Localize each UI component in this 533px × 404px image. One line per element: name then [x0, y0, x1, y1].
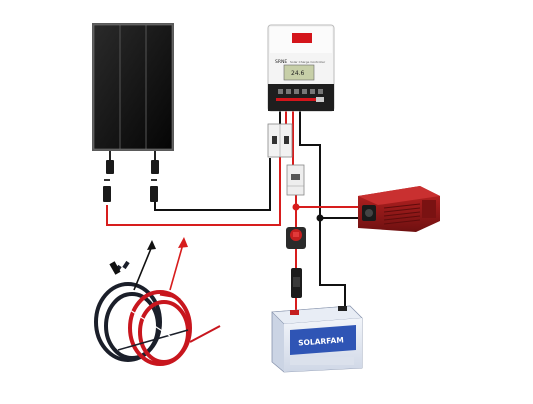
- fuse-icon: [291, 268, 302, 298]
- fuse-block: [286, 164, 305, 196]
- junction-negative: [316, 214, 324, 222]
- switch-icon: [286, 227, 306, 249]
- wire-controller-to-battery-negative: [299, 110, 346, 312]
- arrow-up-right-icon: [169, 237, 188, 291]
- controller-terminals: [276, 89, 324, 102]
- controller-lcd-screen: [283, 64, 315, 81]
- mc4-connector-icon: [151, 160, 159, 174]
- battery-terminal-negative: [338, 306, 347, 311]
- controller-brand-accent: [292, 33, 312, 43]
- battery-brand-label: SOLARFAM: [298, 335, 344, 347]
- battery-label-panel: [290, 325, 356, 355]
- junction-positive: [292, 203, 300, 211]
- mc4-connector-icon: [150, 186, 158, 202]
- wire-panel-to-controller-positive: [106, 155, 281, 226]
- arrow-up-right-icon: [133, 240, 156, 291]
- battery: SOLARFAM: [271, 305, 363, 373]
- charge-controller: SRNE Solar Charge Controller 24.6: [267, 24, 335, 112]
- mc4-connector-icon: [103, 186, 111, 202]
- cable-bundle: [94, 260, 221, 366]
- inverter: [358, 186, 440, 232]
- solar-panel: [92, 23, 174, 202]
- inverter-cooling-fins: [383, 203, 421, 225]
- wires: [106, 110, 358, 312]
- mc4-connector-icon: [106, 160, 114, 174]
- controller-model-label: Solar Charge Controller: [290, 60, 326, 64]
- controller-lcd-reading: 24.6: [291, 70, 305, 77]
- breaker-icon: [267, 123, 293, 158]
- controller-brand-label: SRNE: [275, 59, 287, 65]
- wire-panel-to-controller-negative: [154, 158, 271, 211]
- controller-terminal-block: [268, 84, 334, 111]
- battery-terminal-positive: [290, 310, 299, 315]
